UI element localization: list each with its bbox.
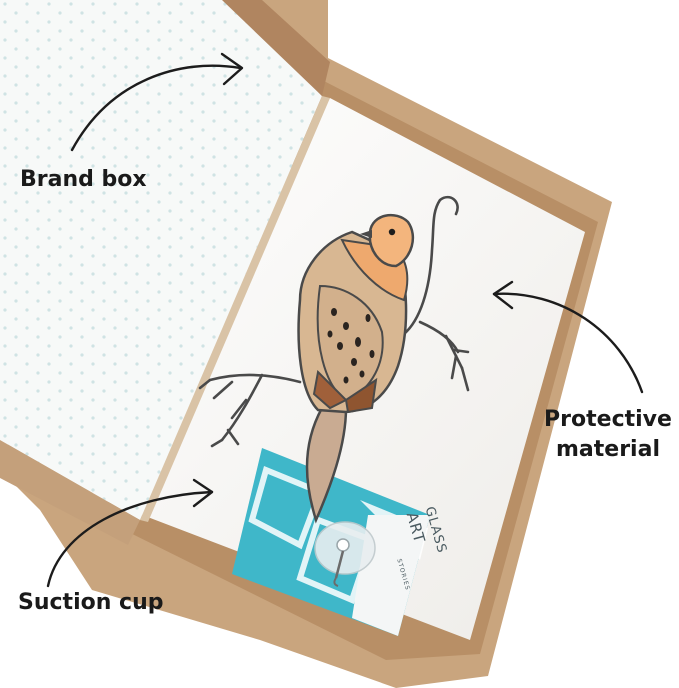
arrow-brand-box (70, 64, 242, 152)
arrow-protective (492, 292, 644, 394)
protective-material-label: Protective material (538, 405, 678, 465)
protective-label-line-1: Protective (544, 407, 672, 432)
suction-cup-label: Suction cup (18, 590, 164, 615)
arrow-suction (46, 490, 214, 588)
lid-flap-top (222, 0, 330, 96)
callout-arrows (46, 52, 644, 588)
metal-branch (198, 195, 470, 448)
brand-box-label: Brand box (20, 167, 147, 192)
protective-label-line-2: material (556, 437, 660, 462)
brand-box-lid (0, 0, 322, 520)
suction-cup (314, 521, 376, 587)
stained-glass-bird (297, 213, 415, 524)
lid-edge (140, 96, 330, 522)
